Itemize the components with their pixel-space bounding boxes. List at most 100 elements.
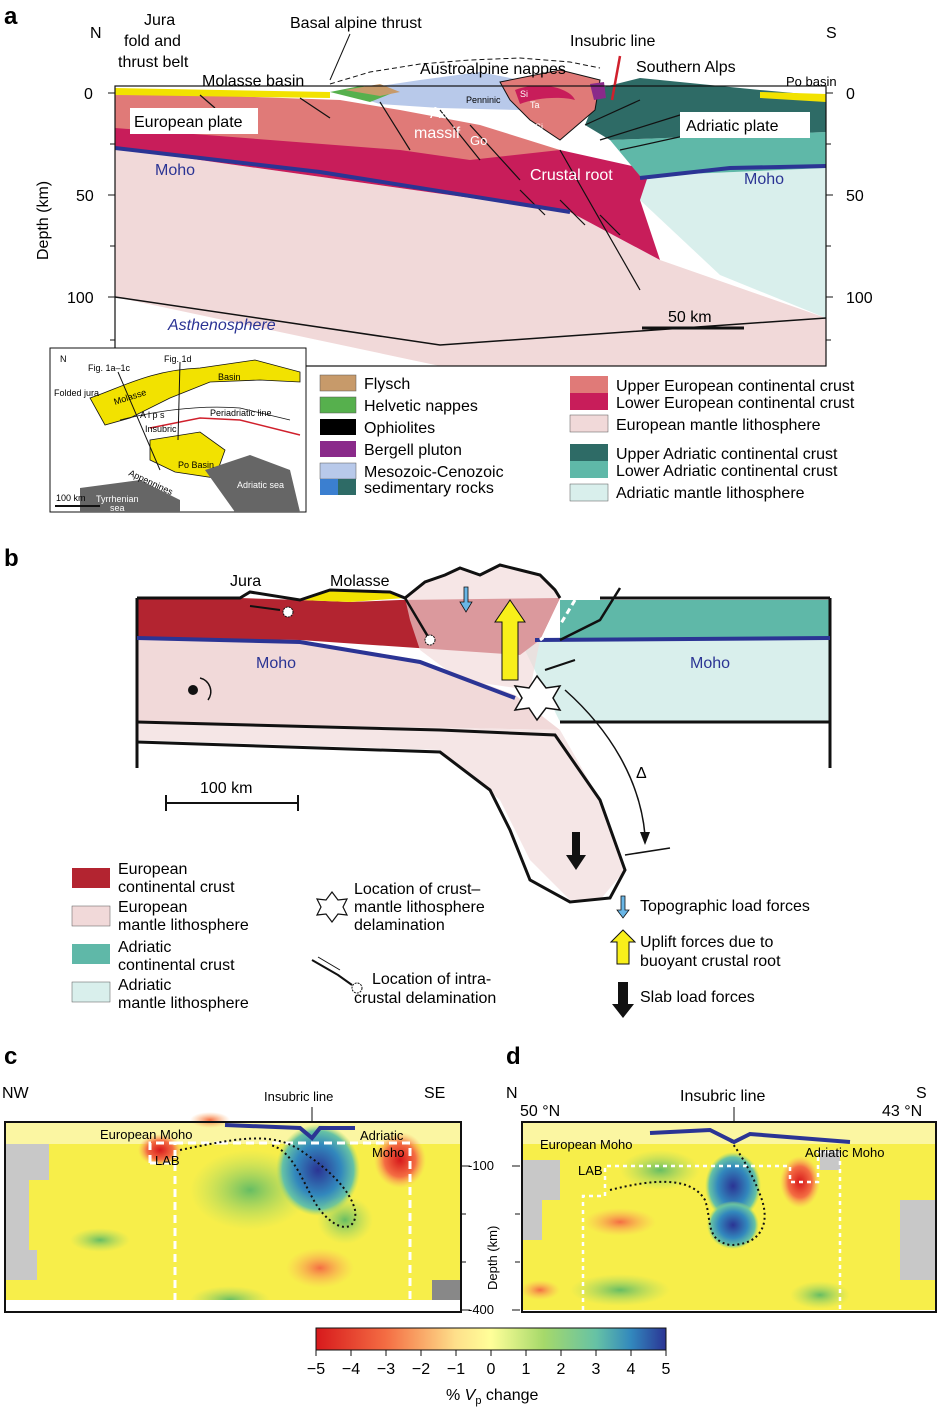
b-slab-tick <box>624 847 671 856</box>
moho-label-right: Moho <box>744 171 784 188</box>
d-lat-right: 43 °N <box>882 1103 922 1120</box>
si-label-1: Si <box>520 89 528 99</box>
colorbar-tick-label: 4 <box>627 1361 636 1378</box>
tick-0-left: 0 <box>84 86 93 103</box>
adriatic-plate-label: Adriatic plate <box>686 118 779 135</box>
c-ad-moho-1: Adriatic <box>360 1128 404 1143</box>
inset-section-line-2 <box>177 361 181 441</box>
insubric-label: Insubric line <box>570 33 655 50</box>
moho-label-left: Moho <box>155 162 195 179</box>
colorbar-tick-label: −5 <box>307 1361 325 1378</box>
colorbar-tick-label: 2 <box>557 1361 566 1378</box>
insubric-line-mark <box>610 55 622 101</box>
b-topography-outline <box>137 563 562 602</box>
legend-swatch-upper-ad <box>570 444 608 461</box>
b-dashed-interface <box>539 599 577 642</box>
legend-swatch-lower-ad <box>570 461 608 478</box>
inset-tyrrhenian-1: Tyrrhenian <box>96 494 139 504</box>
d-s-label: S <box>916 1085 927 1102</box>
si-label-2: Si <box>535 122 543 132</box>
legend-b-ad-mantle-swatch <box>71 981 111 1003</box>
inset-fig1d: Fig. 1d <box>164 354 192 364</box>
fault-lines <box>199 94 721 291</box>
ta-label: Ta <box>530 100 540 110</box>
b-fault-2 <box>249 605 281 611</box>
tick-50-right: 50 <box>846 188 864 205</box>
c-moho-line <box>224 1123 355 1141</box>
tick-50-left: 50 <box>76 188 94 205</box>
legend-swatch-sed-blue <box>320 479 338 495</box>
colorbar-tick-label: 0 <box>487 1361 496 1378</box>
jura-label-3: thrust belt <box>118 54 189 71</box>
aar-label-1: Aar <box>430 105 456 122</box>
legend-b-slab-label: Slab load forces <box>640 989 755 1006</box>
c-lab-label: LAB <box>155 1153 180 1168</box>
b-slab <box>137 722 625 900</box>
legend-b-deloc-3: delamination <box>354 917 445 934</box>
legend-b-topo-arrow <box>616 895 630 919</box>
legend-swatch-bergell <box>320 441 356 457</box>
d-moho-line <box>649 1127 851 1145</box>
south-label: S <box>826 25 837 42</box>
b-scale-label: 100 km <box>200 780 252 797</box>
b-molasse-label: Molasse <box>330 573 390 590</box>
inset-periadriatic-label: Periadriatic line <box>210 408 272 418</box>
legend-b-intra-1: Location of intra- <box>372 971 491 988</box>
go-label: Go <box>470 133 487 148</box>
b-jura-label: Jura <box>230 573 261 590</box>
tick-100-left: 100 <box>67 290 94 307</box>
legend-ad-mantle: Adriatic mantle lithosphere <box>616 485 805 502</box>
b-delta-label: Δ <box>636 765 647 782</box>
legend-b-slab-arrow <box>612 982 634 1018</box>
b-slab-outline <box>136 720 627 904</box>
flysch-region <box>345 84 400 96</box>
adriatic-plate-box <box>680 112 810 138</box>
panel-b-letter: b <box>4 545 19 572</box>
ad-mantle-region <box>640 168 826 318</box>
inset-tyrrhenian-sea <box>80 480 180 512</box>
inset-scale-label: 100 km <box>56 493 86 503</box>
legend-b-ad-crust-1: Adriatic <box>118 939 171 956</box>
inset-molasse <box>89 359 301 426</box>
c-se-label: SE <box>424 1085 445 1102</box>
legend-b-deloc-1: Location of crust– <box>354 881 480 898</box>
colorbar-tick-label: 1 <box>522 1361 531 1378</box>
inset-north: N <box>60 354 67 364</box>
c-ad-moho-2: Moho <box>372 1145 405 1160</box>
legend-sedimentary: sedimentary rocks <box>364 480 494 497</box>
c-insubric-label: Insubric line <box>264 1089 333 1104</box>
legend-a: Flysch Helvetic nappes Ophiolites Bergel… <box>319 374 855 502</box>
legend-b-ad-mantle-1: Adriatic <box>118 977 171 994</box>
b-fault-3 <box>559 587 622 642</box>
legend-b-topo-label: Topographic load forces <box>640 898 810 915</box>
inset-section-line-1 <box>117 371 161 471</box>
inset-alps-label: A l p s <box>140 410 165 420</box>
legend-upper-ad: Upper Adriatic continental crust <box>616 446 838 463</box>
d-n-label: N <box>506 1085 518 1102</box>
north-label: N <box>90 25 102 42</box>
legend-b: European continental crust European mant… <box>71 861 810 1018</box>
legend-mesozoic: Mesozoic-Cenozoic <box>364 464 504 481</box>
legend-bergell: Bergell pluton <box>364 442 462 459</box>
b-fault-4 <box>544 659 576 671</box>
d-ad-moho-label: Adriatic Moho <box>805 1145 884 1160</box>
inset-alps-thrust <box>119 406 291 421</box>
b-fault-1 <box>403 597 432 641</box>
depth-tick-400: -400 <box>468 1302 494 1317</box>
colorbar <box>315 1327 667 1351</box>
inset-insubric-label: Insubric <box>145 424 177 434</box>
scale-label-a: 50 km <box>668 309 712 326</box>
legend-b-eu-mantle-2: mantle lithosphere <box>118 917 249 934</box>
b-delamination-star <box>513 674 562 722</box>
legend-b-uplift-arrow <box>609 929 637 965</box>
panel-c-letter: c <box>4 1043 17 1070</box>
legend-b-ad-crust-swatch <box>72 944 110 964</box>
b-rotation-arc <box>199 677 212 701</box>
basal-thrust-label: Basal alpine thrust <box>290 15 422 32</box>
legend-b-intra-line <box>311 959 353 986</box>
nappe-fold-1 <box>515 85 575 104</box>
aar-label-2: massif <box>414 125 461 142</box>
b-moho-right: Moho <box>690 655 730 672</box>
b-ad-moho <box>534 636 831 642</box>
